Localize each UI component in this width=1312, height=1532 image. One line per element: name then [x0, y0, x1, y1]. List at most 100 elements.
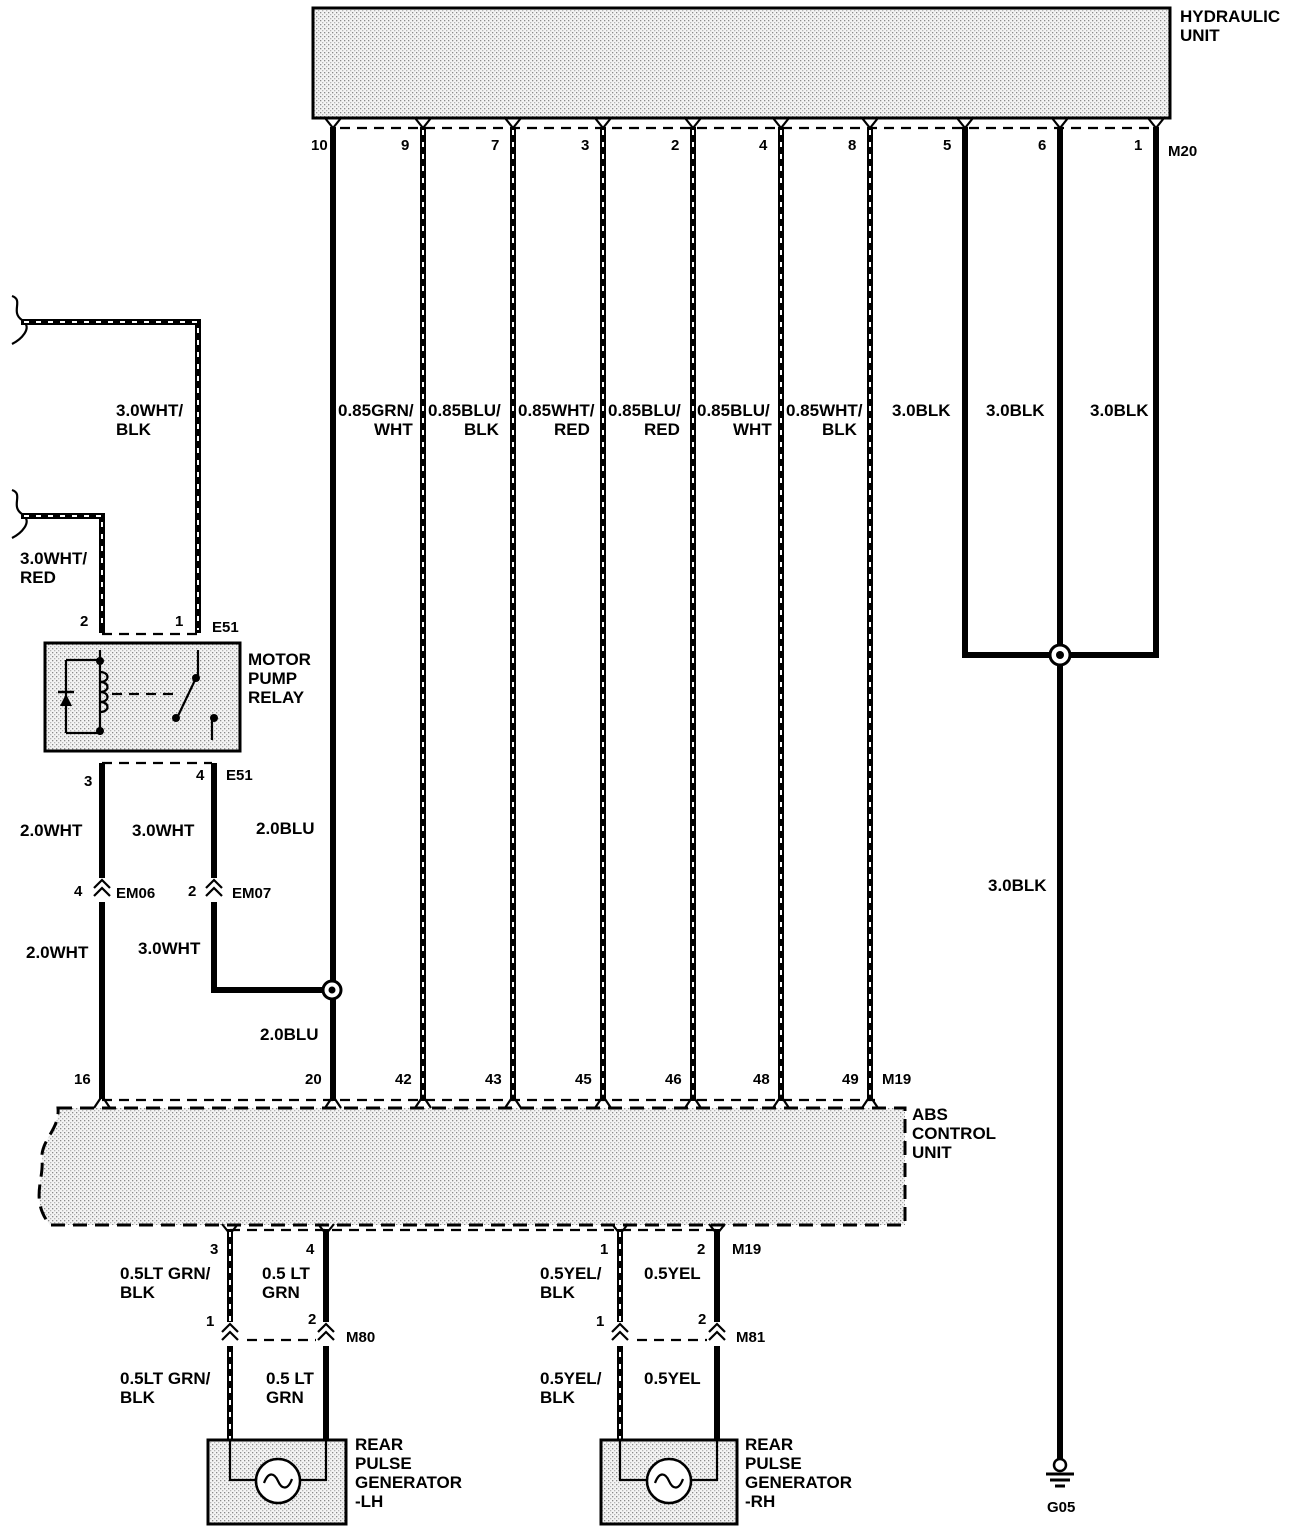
abs-bottom-connector: M19 — [732, 1241, 761, 1258]
m80-pin-2: 2 — [308, 1311, 316, 1328]
w4-upper-label: 3.0WHT — [132, 821, 195, 840]
lh-w1-lower-label: 0.5LT GRN/BLK — [120, 1369, 211, 1407]
abs-top-pin-marker — [594, 1094, 612, 1109]
abs-top-pin-marker — [772, 1094, 790, 1109]
rear-pulse-generator-rh: 0.5YEL/BLK 0.5YEL 1 2 M81 0.5YEL/BLK 0.5… — [540, 1229, 852, 1526]
rh-w1-lower-label: 0.5YEL/BLK — [540, 1369, 602, 1407]
relay-pin-2: 2 — [80, 613, 88, 630]
ground-name: G05 — [1047, 1499, 1075, 1516]
abs-bottom-pin-number: 4 — [306, 1241, 315, 1258]
feed-top-wire — [21, 319, 201, 633]
lh-w1-upper-label: 0.5LT GRN/BLK — [120, 1264, 211, 1302]
abs-bottom-pin-number: 2 — [697, 1241, 705, 1258]
abs-top-pin-number: 43 — [485, 1071, 502, 1088]
abs-top-pin-number: 42 — [395, 1071, 412, 1088]
abs-bottom-pin-number: 3 — [210, 1241, 218, 1258]
hu-wire-label: 0.85BLU/RED — [608, 401, 681, 439]
hu-pin-number: 8 — [848, 137, 856, 154]
rh-w2-lower-label: 0.5YEL — [644, 1369, 701, 1388]
abs-top-pin-marker — [504, 1094, 522, 1109]
w3-upper-label: 2.0WHT — [20, 821, 83, 840]
relay-pin-4: 4 — [196, 767, 205, 784]
hu-wire-label: 0.85BLU/BLK — [428, 401, 501, 439]
relay-connector-bottom: E51 — [226, 767, 253, 784]
rh-w1-upper-label: 0.5YEL/BLK — [540, 1264, 602, 1302]
abs-top-pins: 16 20 42 43 45 46 48 49 — [74, 1071, 879, 1109]
abs-top-pin-number: 20 — [305, 1071, 322, 1088]
abs-top-pin-marker — [861, 1094, 879, 1109]
hydraulic-unit-body — [311, 6, 1172, 120]
abs-top-connector: M19 — [882, 1071, 911, 1088]
abs-top-pin-marker — [93, 1094, 111, 1109]
abs-bottom-pin-number: 1 — [600, 1241, 608, 1258]
hu-wire-label: 0.85BLU/WHT — [697, 401, 772, 439]
hu-pin-number: 5 — [943, 137, 951, 154]
hu-pin-number: 4 — [759, 137, 768, 154]
hydraulic-unit-connector-name: M20 — [1168, 143, 1197, 160]
hu-pin-number: 9 — [401, 137, 409, 154]
ground-circuit: 3.0BLK G05 — [962, 127, 1159, 1516]
hu-pin-number: 2 — [671, 137, 679, 154]
hu-pin-number: 7 — [491, 137, 499, 154]
ground-symbol-icon — [1046, 1457, 1074, 1488]
relay-coil-diode-icon — [58, 650, 109, 735]
feed-top-label: 3.0WHT/BLK — [116, 401, 183, 439]
abs-top-pin-marker — [414, 1094, 432, 1109]
blu-upper-label: 2.0BLU — [256, 819, 315, 838]
hu-wire-label: 0.85WHT/RED — [518, 401, 595, 439]
rh-sine-source-icon — [645, 1457, 693, 1505]
abs-top-pin-number: 16 — [74, 1071, 91, 1088]
hu-wire-label: 0.85GRN/WHT — [338, 401, 414, 439]
abs-top-pin-number: 49 — [842, 1071, 859, 1088]
hu-pin-number: 1 — [1134, 137, 1142, 154]
abs-top-pin-marker — [684, 1094, 702, 1109]
em06-name: EM06 — [116, 885, 155, 902]
feed-wires: 3.0WHT/BLK 3.0WHT/RED — [11, 294, 201, 633]
hydraulic-unit-wire-labels: 0.85GRN/WHT 0.85BLU/BLK 0.85WHT/RED 0.85BLU… — [338, 401, 1149, 439]
abs-top-pin-number: 46 — [665, 1071, 682, 1088]
hu-wire-label: 3.0BLK — [1090, 401, 1149, 420]
relay-connector-top: E51 — [212, 619, 239, 636]
w3-lower-label: 2.0WHT — [26, 943, 89, 962]
abs-top-pin-marker — [324, 1094, 342, 1109]
m81-connector-icon — [610, 1322, 727, 1346]
m80-pin-1: 1 — [206, 1313, 214, 1330]
em06-pin: 4 — [74, 883, 83, 900]
em07-name: EM07 — [232, 885, 271, 902]
m81-name: M81 — [736, 1329, 765, 1346]
ground-splice-dot — [1056, 651, 1064, 659]
em07-pin: 2 — [188, 883, 196, 900]
relay-pin-1: 1 — [175, 613, 183, 630]
ground-wire-label: 3.0BLK — [988, 876, 1047, 895]
relay-pin-3: 3 — [84, 773, 92, 790]
em06-connector-icon — [92, 878, 112, 902]
hu-pin-number: 6 — [1038, 137, 1046, 154]
hu-wire-label: 3.0BLK — [892, 401, 951, 420]
m80-name: M80 — [346, 1329, 375, 1346]
w4-lower-label: 3.0WHT — [138, 939, 201, 958]
hu-wire-label: 0.85WHT/BLK — [786, 401, 863, 439]
m81-pin-1: 1 — [596, 1313, 604, 1330]
hu-pin-number: 10 — [311, 137, 328, 154]
em07-connector-icon — [204, 878, 224, 902]
abs-top-pin-number: 45 — [575, 1071, 592, 1088]
m80-connector-icon — [220, 1322, 336, 1346]
feed-mid-label: 3.0WHT/RED — [20, 549, 87, 587]
abs-top-pin-number: 48 — [753, 1071, 770, 1088]
relay-switch-icon — [112, 650, 218, 740]
relay-output-wires: 2.0WHT 3.0WHT 2.0BLU 2.0WHT 3.0WHT 2.0BL… — [20, 763, 343, 1099]
hu-wire-label: 3.0BLK — [986, 401, 1045, 420]
m81-pin-2: 2 — [698, 1311, 706, 1328]
rh-w2-upper-label: 0.5YEL — [644, 1264, 701, 1283]
